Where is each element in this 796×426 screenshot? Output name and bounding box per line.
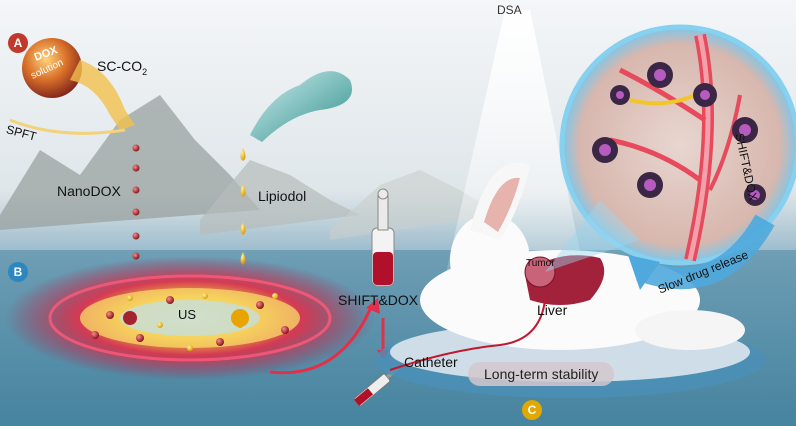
spft-line: [9, 118, 126, 135]
lipiodol-flask: [250, 71, 352, 142]
sc-co2-nozzle: [70, 60, 135, 130]
us-label: US: [178, 307, 197, 322]
long-term-stability-badge: Long-term stability: [468, 362, 615, 386]
dox-solution-ball: [22, 38, 82, 98]
mountain-right: [330, 170, 500, 240]
liver-label: Liver: [537, 302, 568, 318]
slow-release-arrow: [636, 214, 775, 290]
vessels: [609, 33, 742, 262]
lipiodol-label: Lipiodol: [258, 188, 307, 204]
sc-co2-label: SC-CO2: [97, 58, 148, 77]
liver: [524, 255, 605, 305]
tumor-label: Tumor: [526, 258, 555, 269]
catheter-line: [389, 299, 546, 371]
mountain-left: [0, 95, 260, 230]
shift-dox-vial: [371, 188, 395, 287]
tumor-cells: [592, 62, 766, 206]
nanodox-drops: [132, 144, 140, 260]
lipiodol-drops: [240, 148, 246, 265]
panel-c-badge: C: [522, 400, 542, 420]
mountain-mid: [200, 160, 360, 235]
shift-dox-label: SHIFT&DOX: [338, 292, 419, 308]
panel-a-badge: A: [8, 33, 28, 53]
catheter-label: Catheter: [404, 354, 458, 370]
panel-b-badge: B: [8, 262, 28, 282]
arrow-to-vial: [269, 304, 374, 375]
nanodox-label: NanoDOX: [57, 183, 121, 199]
vortex-particles: [91, 293, 289, 351]
dsa-label: DSA: [497, 3, 522, 17]
zoom-connector: [545, 200, 640, 272]
